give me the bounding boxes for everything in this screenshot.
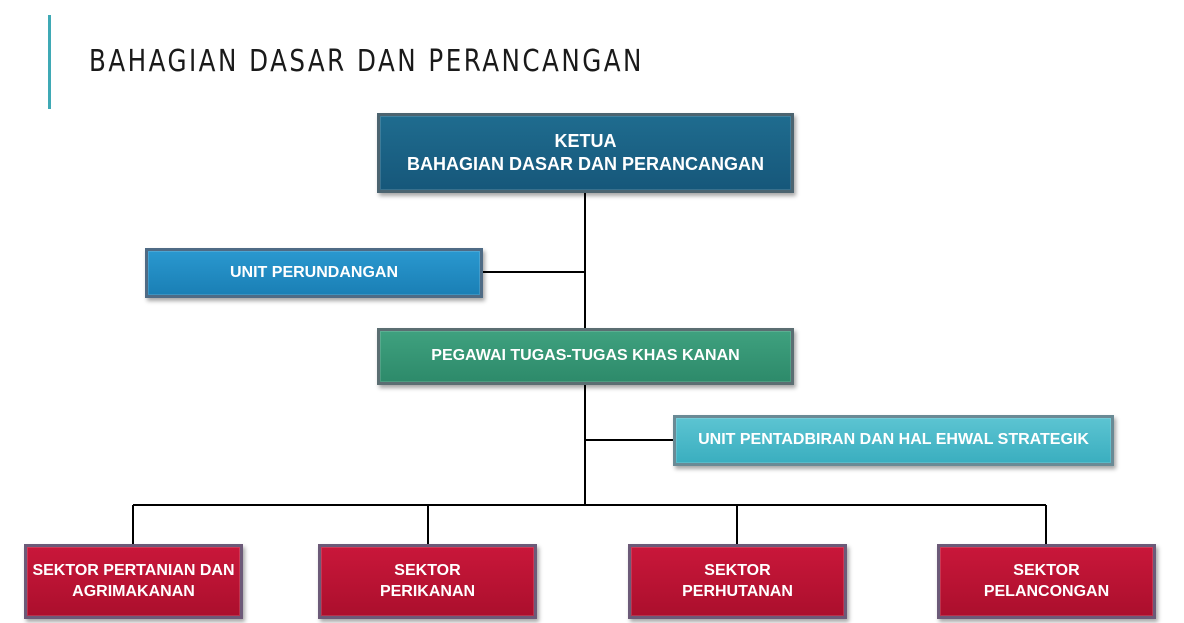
pegawai-label: PEGAWAI TUGAS-TUGAS KHAS KANAN xyxy=(431,347,740,365)
sektor-pelancongan-box: SEKTOR PELANCONGAN xyxy=(937,544,1156,619)
ketua-box: KETUA BAHAGIAN DASAR DAN PERANCANGAN xyxy=(377,113,794,193)
sektor-perikanan-box: SEKTOR PERIKANAN xyxy=(318,544,537,619)
ketua-department: BAHAGIAN DASAR DAN PERANCANGAN xyxy=(406,154,764,174)
ketua-title: KETUA xyxy=(554,130,617,151)
unit-pentadbiran-label: UNIT PENTADBIRAN DAN HAL EHWAL STRATEGIK xyxy=(698,431,1089,449)
title-accent-bar xyxy=(48,15,51,109)
sektor-pertanian-line2: AGRIMAKANAN xyxy=(72,582,195,600)
page-title: BAHAGIAN DASAR DAN PERANCANGAN xyxy=(89,44,644,79)
sektor-pertanian-line1: SEKTOR PERTANIAN DAN xyxy=(32,561,235,579)
sektor-perhutanan-line2: PERHUTANAN xyxy=(682,582,793,600)
sektor-perhutanan-line1: SEKTOR xyxy=(704,561,771,579)
pegawai-box: PEGAWAI TUGAS-TUGAS KHAS KANAN xyxy=(377,328,794,385)
unit-pentadbiran-box: UNIT PENTADBIRAN DAN HAL EHWAL STRATEGIK xyxy=(673,415,1114,466)
sektor-pertanian-box: SEKTOR PERTANIAN DAN AGRIMAKANAN xyxy=(24,544,243,619)
sektor-pelancongan-line2: PELANCONGAN xyxy=(983,582,1110,600)
sektor-perikanan-line1: SEKTOR xyxy=(394,561,461,579)
sektor-perikanan-line2: PERIKANAN xyxy=(379,582,476,600)
unit-perundangan-label: UNIT PERUNDANGAN xyxy=(230,263,398,281)
unit-perundangan-box: UNIT PERUNDANGAN xyxy=(145,248,483,298)
sektor-pelancongan-line1: SEKTOR xyxy=(1013,561,1080,579)
sektor-perhutanan-box: SEKTOR PERHUTANAN xyxy=(628,544,847,619)
